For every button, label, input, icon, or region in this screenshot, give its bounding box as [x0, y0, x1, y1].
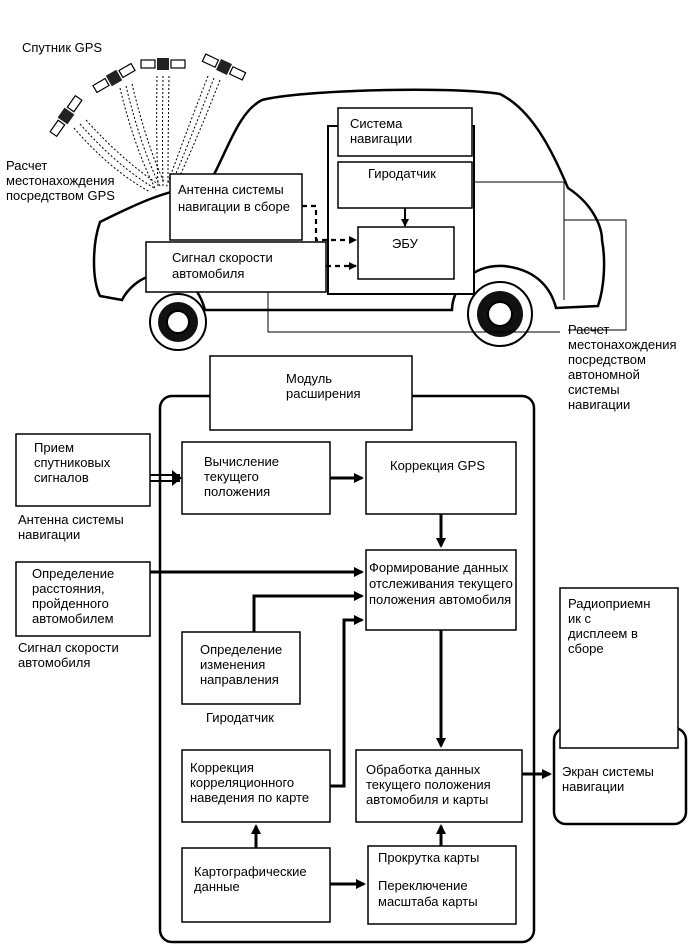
gyro-label: Гиродатчик	[368, 166, 436, 181]
screen-label: Экран системы навигации	[562, 764, 658, 794]
antenna-assy-box	[169, 173, 303, 241]
gps-satellite-label: Спутник GPS	[22, 40, 102, 55]
tracking-box	[365, 549, 517, 631]
flow-arrows	[150, 470, 552, 889]
front-wheel	[149, 293, 207, 351]
scale-switch-label: Переключение масштаба карты	[378, 878, 478, 909]
satellite-signal-waves	[73, 75, 221, 193]
speed-signal-label: Сигнал скорости автомобиля	[172, 250, 276, 281]
gps-correction-label: Коррекция GPS	[390, 458, 485, 473]
speed-signal-box	[145, 241, 327, 293]
current-calc-label: Вычисление текущего положения	[204, 454, 283, 499]
autonomous-calc-label: Расчет местонахождения посредством автон…	[568, 322, 680, 412]
ecu-box	[357, 226, 455, 280]
map-scroll-label: Прокрутка карты	[378, 850, 479, 865]
gps-satellites	[49, 53, 247, 193]
processing-label: Обработка данных текущего положения авто…	[366, 762, 494, 807]
map-data-box	[181, 847, 331, 923]
ecu-label: ЭБУ	[392, 236, 419, 251]
gyro-bottom-label: Гиродатчик	[206, 710, 274, 725]
receive-sat-box	[15, 433, 151, 507]
map-data-label: Картографические данные	[194, 864, 310, 894]
radio-label: Радиоприемн ик с дисплеем в сборе	[568, 596, 654, 656]
satellite-icon	[92, 62, 136, 94]
distance-def-label: Определение расстояния, пройденного авто…	[32, 566, 118, 626]
speed-signal-bottom-label: Сигнал скорости автомобиля	[18, 640, 122, 670]
module-title-box	[209, 355, 413, 431]
nav-system-label: Система навигации	[350, 116, 412, 146]
gyro-box	[337, 161, 473, 209]
radio-box	[559, 587, 679, 749]
module-title: Модуль расширения	[286, 371, 361, 401]
antenna-assy-label: Антенна системы навигации в сборе	[178, 182, 290, 214]
current-calc-box	[181, 441, 331, 515]
satellite-icon	[49, 94, 83, 138]
receive-sat-label: Прием спутниковых сигналов	[34, 440, 114, 485]
satellite-icon	[201, 53, 247, 81]
map-correction-box	[181, 749, 331, 823]
antenna-nav-label: Антенна системы навигации	[18, 512, 127, 542]
tracking-label: Формирование данных отслеживания текущег…	[369, 560, 516, 607]
processing-box	[355, 749, 523, 823]
satellite-icon	[140, 58, 186, 70]
car-illustration	[92, 88, 606, 351]
rear-wheel	[467, 281, 533, 347]
direction-label: Определение изменения направления	[200, 642, 286, 687]
map-scroll-box	[367, 845, 517, 925]
nav-system-box	[337, 107, 473, 157]
gps-calc-label: Расчет местонахождения посредством GPS	[6, 158, 118, 203]
direction-box	[181, 631, 301, 705]
gps-correction-box	[365, 441, 517, 515]
map-correction-label: Коррекция корреляционного наведения по к…	[190, 760, 309, 805]
distance-def-box	[15, 561, 151, 637]
